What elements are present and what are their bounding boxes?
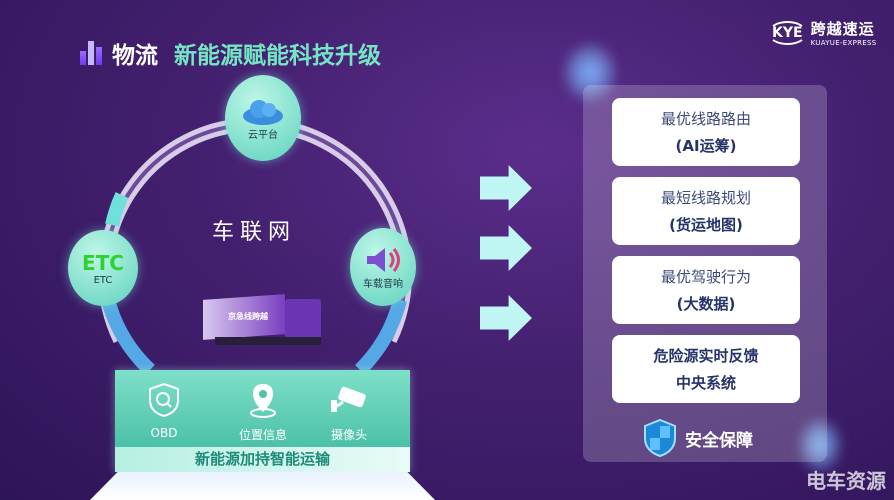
node-etc: ETC ETC: [68, 230, 138, 306]
sensor-platform: OBD 位置信息 摄像头 新能源加持智能运输: [115, 370, 410, 472]
platform-item-obd: OBD: [147, 382, 181, 440]
ring-arc-left-blue: [101, 298, 155, 376]
card-title: 最优驾驶行为: [660, 268, 751, 286]
card-hazard-feedback: 危险源实时反馈中央系统: [612, 335, 800, 403]
card-title: 危险源实时反馈: [653, 347, 759, 365]
truck-slogan: 京急线跨越: [228, 312, 268, 321]
platform-item-label: 位置信息: [239, 428, 288, 442]
speaker-icon: [367, 247, 400, 272]
node-label: 车载音响: [363, 278, 403, 290]
card-subtitle: (货运地图): [669, 216, 743, 234]
truck-image: 京急线跨越: [203, 294, 325, 353]
card-subtitle: (大数据): [676, 295, 736, 313]
decorative-glow: [800, 420, 840, 470]
title-main: 新能源赋能科技升级: [174, 43, 381, 69]
card-shortest-route: 最短线路规划 (货运地图): [612, 177, 800, 245]
platform-item-camera: 摄像头: [329, 382, 369, 443]
road-decoration: [90, 472, 435, 500]
ring-arc-right-blue: [354, 298, 407, 375]
title-prefix: 物流: [112, 43, 158, 69]
ring-label: 车联网: [212, 220, 297, 245]
safety-badge: 安全保障: [643, 418, 753, 458]
logo-name-cn: 跨越速运: [810, 20, 875, 38]
card-driving-behavior: 最优驾驶行为 (大数据): [612, 256, 800, 324]
card-subtitle: (AI运筹): [675, 137, 737, 155]
camera-icon: [331, 386, 366, 412]
platform-item-label: OBD: [150, 426, 178, 440]
decorative-glow: [565, 45, 615, 100]
shield-search-icon: [149, 382, 179, 418]
card-subtitle: 中央系统: [675, 374, 736, 392]
watermark: 电车资源: [806, 469, 886, 493]
platform-item-location: 位置信息: [239, 382, 287, 443]
page-title: 物流 新能源赋能科技升级: [80, 36, 381, 70]
node-cloud-platform: 云平台: [225, 75, 301, 161]
bars-logo-icon: [80, 41, 104, 65]
location-pin-icon: [250, 384, 276, 418]
card-title: 最短线路规划: [660, 189, 751, 207]
logo-mark: KYE: [768, 20, 807, 45]
shield-icon: [644, 418, 676, 458]
ring-arc-highlight: [105, 192, 129, 227]
card-route-optimization: 最优线路路由 (AI运筹): [612, 98, 800, 166]
card-title: 最优线路路由: [660, 110, 751, 128]
safety-label: 安全保障: [685, 430, 753, 451]
logo-name-en: KUAYUE-EXPRESS: [810, 39, 877, 47]
node-speaker: 车载音响: [350, 228, 416, 306]
node-label: 云平台: [248, 129, 278, 141]
platform-item-label: 摄像头: [330, 428, 367, 442]
platform-caption: 新能源加持智能运输: [115, 447, 410, 472]
cloud-icon: [243, 99, 283, 125]
node-label: ETC: [93, 274, 113, 286]
etc-icon: ETC: [82, 250, 124, 275]
benefits-panel: 最优线路路由 (AI运筹) 最短线路规划 (货运地图) 最优驾驶行为 (大数据) 危险…: [583, 85, 827, 462]
